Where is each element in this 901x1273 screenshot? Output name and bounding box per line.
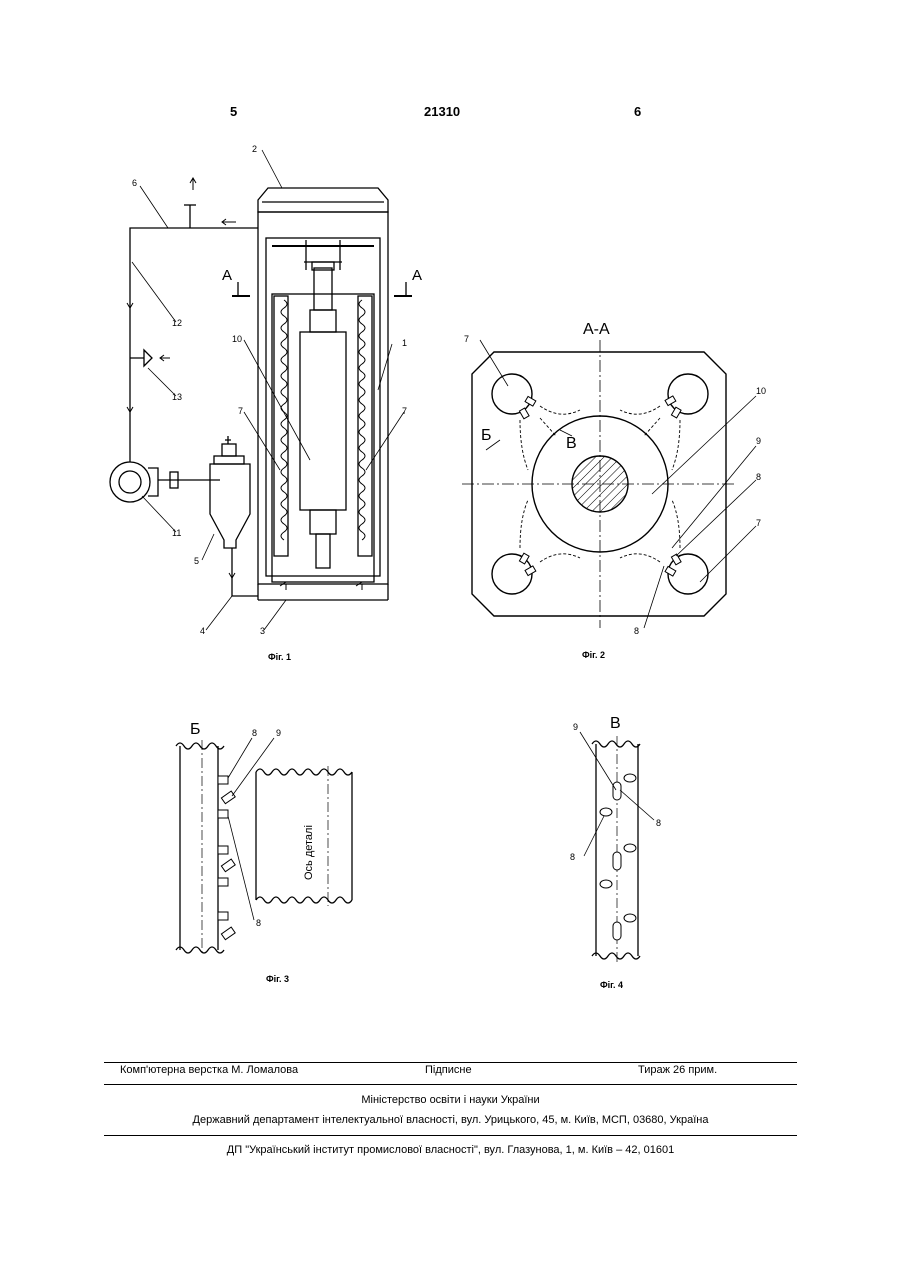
figure-1-apparatus [110,150,480,630]
fig2-label-8-right: 8 [756,472,761,482]
fig1-label-11: 11 [172,528,181,538]
footer-circulation: Тираж 26 прим. [638,1064,717,1076]
fig2-view-b: Б [481,427,492,444]
fig1-label-7-left: 7 [238,406,243,416]
fig1-section-mark-left: А [222,267,232,284]
fig1-label-1: 1 [402,338,407,348]
footer-signed: Підписне [425,1064,472,1076]
fig2-caption: Фіг. 2 [582,650,605,660]
footer-rule-bottom [104,1135,797,1136]
figure-3-view-b [176,738,352,956]
fig4-caption: Фіг. 4 [600,980,623,990]
fig1-label-2: 2 [252,144,257,154]
fig2-label-7-right: 7 [756,518,761,528]
fig2-label-10: 10 [756,386,766,396]
fig1-caption: Фіг. 1 [268,652,291,662]
fig3-label-9: 9 [276,728,281,738]
footer-typesetting: Комп'ютерна верстка М. Ломалова [120,1064,298,1076]
fig3-title: Б [190,721,201,738]
fig1-label-3: 3 [260,626,265,636]
figure-3-labels: Б 8 9 8 Ось деталі Фіг. 3 [190,721,315,984]
fig2-label-7-top: 7 [464,334,469,344]
fig3-label-8-top: 8 [252,728,257,738]
fig2-label-8-bottom: 8 [634,626,639,636]
fig3-label-8-bottom: 8 [256,918,261,928]
figure-2-section [462,340,756,628]
footer-department: Державний департамент інтелектуальної вл… [104,1114,797,1126]
fig1-label-13: 13 [172,392,182,402]
fig3-caption: Фіг. 3 [266,974,289,984]
fig4-label-8-left: 8 [570,852,575,862]
fig4-title: В [610,715,621,732]
footer-rule-top [104,1062,797,1063]
fig1-label-10: 10 [232,334,242,344]
fig1-label-7-right: 7 [402,406,407,416]
fig4-label-9: 9 [573,722,578,732]
fig4-label-8-right: 8 [656,818,661,828]
footer-institute: ДП "Український інститут промислової вла… [104,1144,797,1156]
footer-rule-middle [104,1084,797,1085]
fig1-label-12: 12 [172,318,182,328]
figure-4-view-v [580,732,654,962]
fig1-label-5: 5 [194,556,199,566]
fig1-section-mark-right: А [412,267,422,284]
fig1-label-6: 6 [132,178,137,188]
fig1-label-4: 4 [200,626,205,636]
fig2-label-9: 9 [756,436,761,446]
footer-ministry: Міністерство освіти і науки України [104,1094,797,1106]
fig2-view-v: В [566,435,577,452]
fig3-axis-label: Ось деталі [303,825,315,880]
fig2-title: А-А [583,321,610,338]
